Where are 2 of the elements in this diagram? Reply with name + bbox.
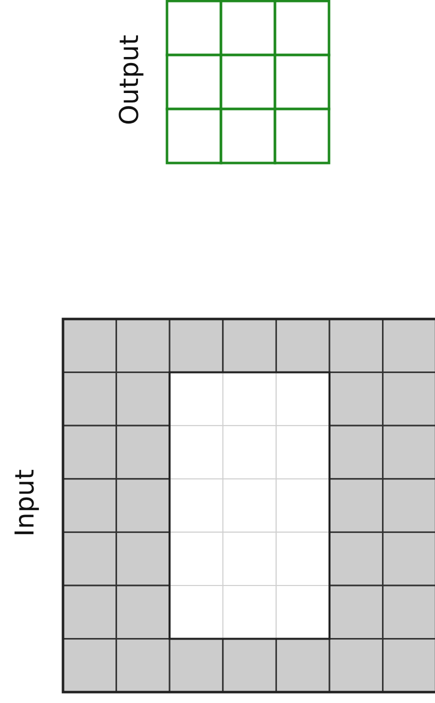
axis-label: Output bbox=[115, 34, 146, 126]
axis-label: Input bbox=[10, 469, 40, 537]
